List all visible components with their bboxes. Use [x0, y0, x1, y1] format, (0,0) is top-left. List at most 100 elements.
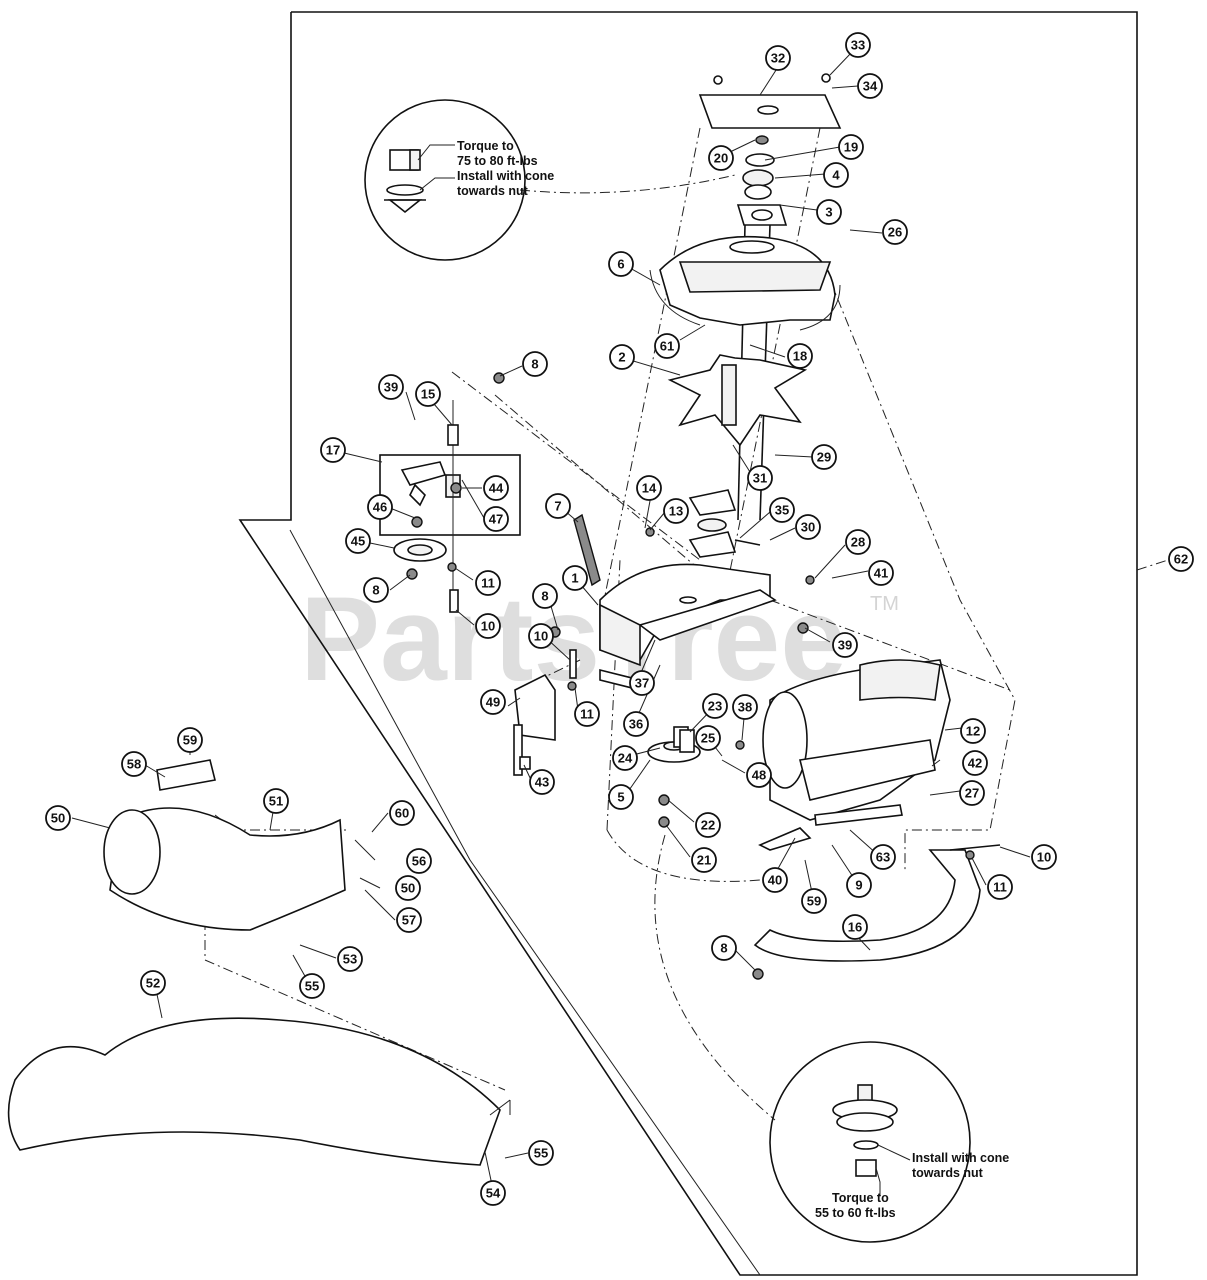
part-label-6: 6: [608, 251, 634, 277]
svg-text:4: 4: [832, 168, 840, 183]
part-label-10: 10: [1031, 844, 1057, 870]
svg-text:8: 8: [541, 589, 548, 604]
part-label-12: 12: [960, 718, 986, 744]
part-label-59: 59: [801, 888, 827, 914]
top-torque-line-2: 75 to 80 ft-lbs: [457, 154, 538, 168]
construction-line: [606, 829, 761, 882]
lower-assembly-boundary: [289, 529, 761, 1276]
part-label-58: 58: [121, 751, 147, 777]
pulley-detail-icon-lower: [836, 1112, 894, 1132]
leader-lines: [71, 51, 1031, 1186]
svg-text:33: 33: [851, 38, 865, 53]
part-label-38: 38: [732, 694, 758, 720]
part-label-11: 11: [987, 874, 1013, 900]
svg-text:44: 44: [489, 481, 504, 496]
nut-detail-icon-2: [855, 1159, 877, 1177]
lower-discharge-hose: [7, 1017, 501, 1166]
part-label-11: 11: [475, 570, 501, 596]
svg-text:7: 7: [554, 499, 561, 514]
part-label-25: 25: [695, 725, 721, 751]
assembly-boundary: [238, 11, 1138, 1276]
svg-text:60: 60: [395, 806, 409, 821]
svg-text:1: 1: [571, 571, 578, 586]
svg-text:18: 18: [793, 349, 807, 364]
svg-text:21: 21: [697, 853, 711, 868]
svg-text:39: 39: [838, 638, 852, 653]
svg-text:8: 8: [720, 941, 727, 956]
part-label-5: 5: [608, 784, 634, 810]
svg-text:3: 3: [825, 205, 832, 220]
svg-text:41: 41: [874, 566, 888, 581]
detail-circle-bottom: [769, 1041, 971, 1243]
svg-text:17: 17: [326, 443, 340, 458]
part-label-7: 7: [545, 493, 571, 519]
svg-text:61: 61: [660, 339, 674, 354]
detail-link-bottom: [654, 834, 776, 1121]
bottom-install-line-1: Install with cone: [912, 1151, 1009, 1165]
svg-text:10: 10: [534, 629, 548, 644]
construction-line: [719, 127, 821, 621]
leader-62: [1136, 559, 1169, 571]
part-label-36: 36: [623, 711, 649, 737]
bottom-install-line-2: towards nut: [912, 1166, 984, 1180]
svg-text:63: 63: [876, 850, 890, 865]
svg-text:53: 53: [343, 952, 357, 967]
part-label-43: 43: [529, 769, 555, 795]
part-label-54: 54: [480, 1180, 506, 1206]
part-label-33: 33: [845, 32, 871, 58]
part-label-11: 11: [574, 701, 600, 727]
part-label-53: 53: [337, 946, 363, 972]
svg-text:59: 59: [807, 894, 821, 909]
part-label-55: 55: [299, 973, 325, 999]
spring: [573, 513, 601, 587]
top-install-line-2: towards nut: [457, 184, 529, 198]
upper-discharge-hose: [109, 807, 346, 931]
part-label-57: 57: [396, 907, 422, 933]
part-label-44: 44: [483, 475, 509, 501]
part-label-19: 19: [838, 134, 864, 160]
part-label-20: 20: [708, 145, 734, 171]
guard-handle: [753, 849, 981, 962]
part-label-17: 17: [320, 437, 346, 463]
part-label-15: 15: [415, 381, 441, 407]
svg-text:5: 5: [617, 790, 624, 805]
svg-text:40: 40: [768, 873, 782, 888]
part-label-52: 52: [140, 970, 166, 996]
svg-text:47: 47: [489, 512, 503, 527]
svg-text:34: 34: [863, 79, 878, 94]
svg-text:37: 37: [635, 676, 649, 691]
part-label-40: 40: [762, 867, 788, 893]
svg-text:55: 55: [534, 1146, 548, 1161]
part-label-32: 32: [765, 45, 791, 71]
part-label-10: 10: [528, 623, 554, 649]
svg-text:49: 49: [486, 695, 500, 710]
part-label-63: 63: [870, 844, 896, 870]
part-label-13: 13: [663, 498, 689, 524]
svg-text:10: 10: [1037, 850, 1051, 865]
part-label-27: 27: [959, 780, 985, 806]
part-label-51: 51: [263, 788, 289, 814]
svg-text:16: 16: [848, 920, 862, 935]
part-label-2: 2: [609, 344, 635, 370]
svg-text:45: 45: [351, 534, 365, 549]
svg-text:14: 14: [642, 481, 657, 496]
svg-text:26: 26: [888, 225, 902, 240]
nut-detail-icon-side: [409, 149, 421, 171]
svg-text:24: 24: [618, 751, 633, 766]
construction-line: [599, 127, 701, 621]
top-torque-line-1: Torque to: [457, 139, 514, 153]
part-label-61: 61: [654, 333, 680, 359]
svg-text:11: 11: [993, 880, 1007, 895]
svg-text:62: 62: [1174, 552, 1188, 567]
part-label-22: 22: [695, 812, 721, 838]
svg-text:42: 42: [968, 756, 982, 771]
part-label-56: 56: [406, 848, 432, 874]
part-label-29: 29: [811, 444, 837, 470]
part-label-49: 49: [480, 689, 506, 715]
svg-text:55: 55: [305, 979, 319, 994]
svg-text:50: 50: [401, 881, 415, 896]
svg-text:23: 23: [708, 699, 722, 714]
part-label-39: 39: [832, 632, 858, 658]
washer-detail-icon-2: [853, 1140, 879, 1150]
